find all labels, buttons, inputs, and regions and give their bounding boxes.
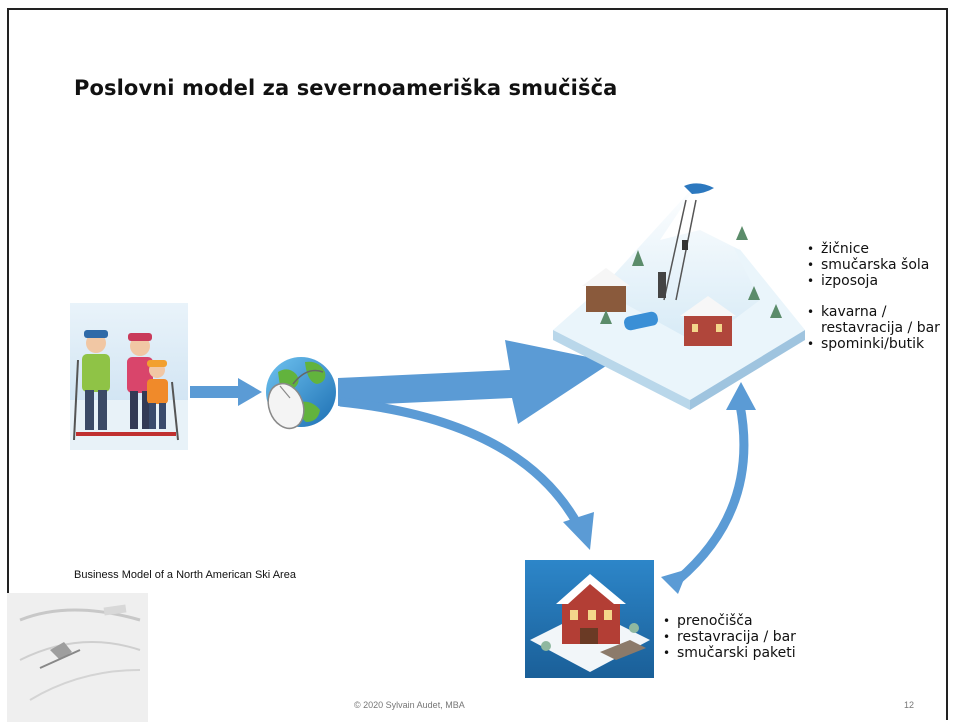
skier-family-picture [70, 303, 188, 450]
lodging-services-list: prenočišča restavracija / bar smučarski … [663, 613, 843, 661]
resort-services-list: žičnice smučarska šola izposoja kavarna … [807, 241, 952, 352]
arrow-web-to-resort [338, 340, 612, 424]
diagram-caption: Business Model of a North American Ski A… [74, 569, 296, 581]
list-item: žičnice [807, 241, 952, 257]
list-item: restavracija / bar [663, 629, 843, 645]
list-item: smučarski paketi [663, 645, 843, 661]
arrow-family-to-web [190, 378, 262, 406]
globe-mouse-icon [266, 357, 336, 430]
arrow-web-to-lodging [339, 397, 594, 550]
copyright-footer: © 2020 Sylvain Audet, MBA [354, 700, 465, 710]
list-item: prenočišča [663, 613, 843, 629]
slide-frame [7, 8, 948, 720]
list-item: kavarna / restavracija / bar [807, 304, 952, 336]
skier-sketch-picture [7, 593, 148, 722]
list-item: smučarska šola [807, 257, 952, 273]
list-item: spominki/butik [807, 336, 952, 352]
ski-lodge-picture [525, 560, 654, 678]
list-item: izposoja [807, 273, 952, 289]
ski-mountain-resort-picture [553, 180, 805, 410]
slide-title: Poslovni model za severnoameriška smučiš… [74, 76, 618, 100]
page-number: 12 [904, 700, 915, 710]
arrow-lodging-resort-bidirectional [661, 382, 756, 594]
